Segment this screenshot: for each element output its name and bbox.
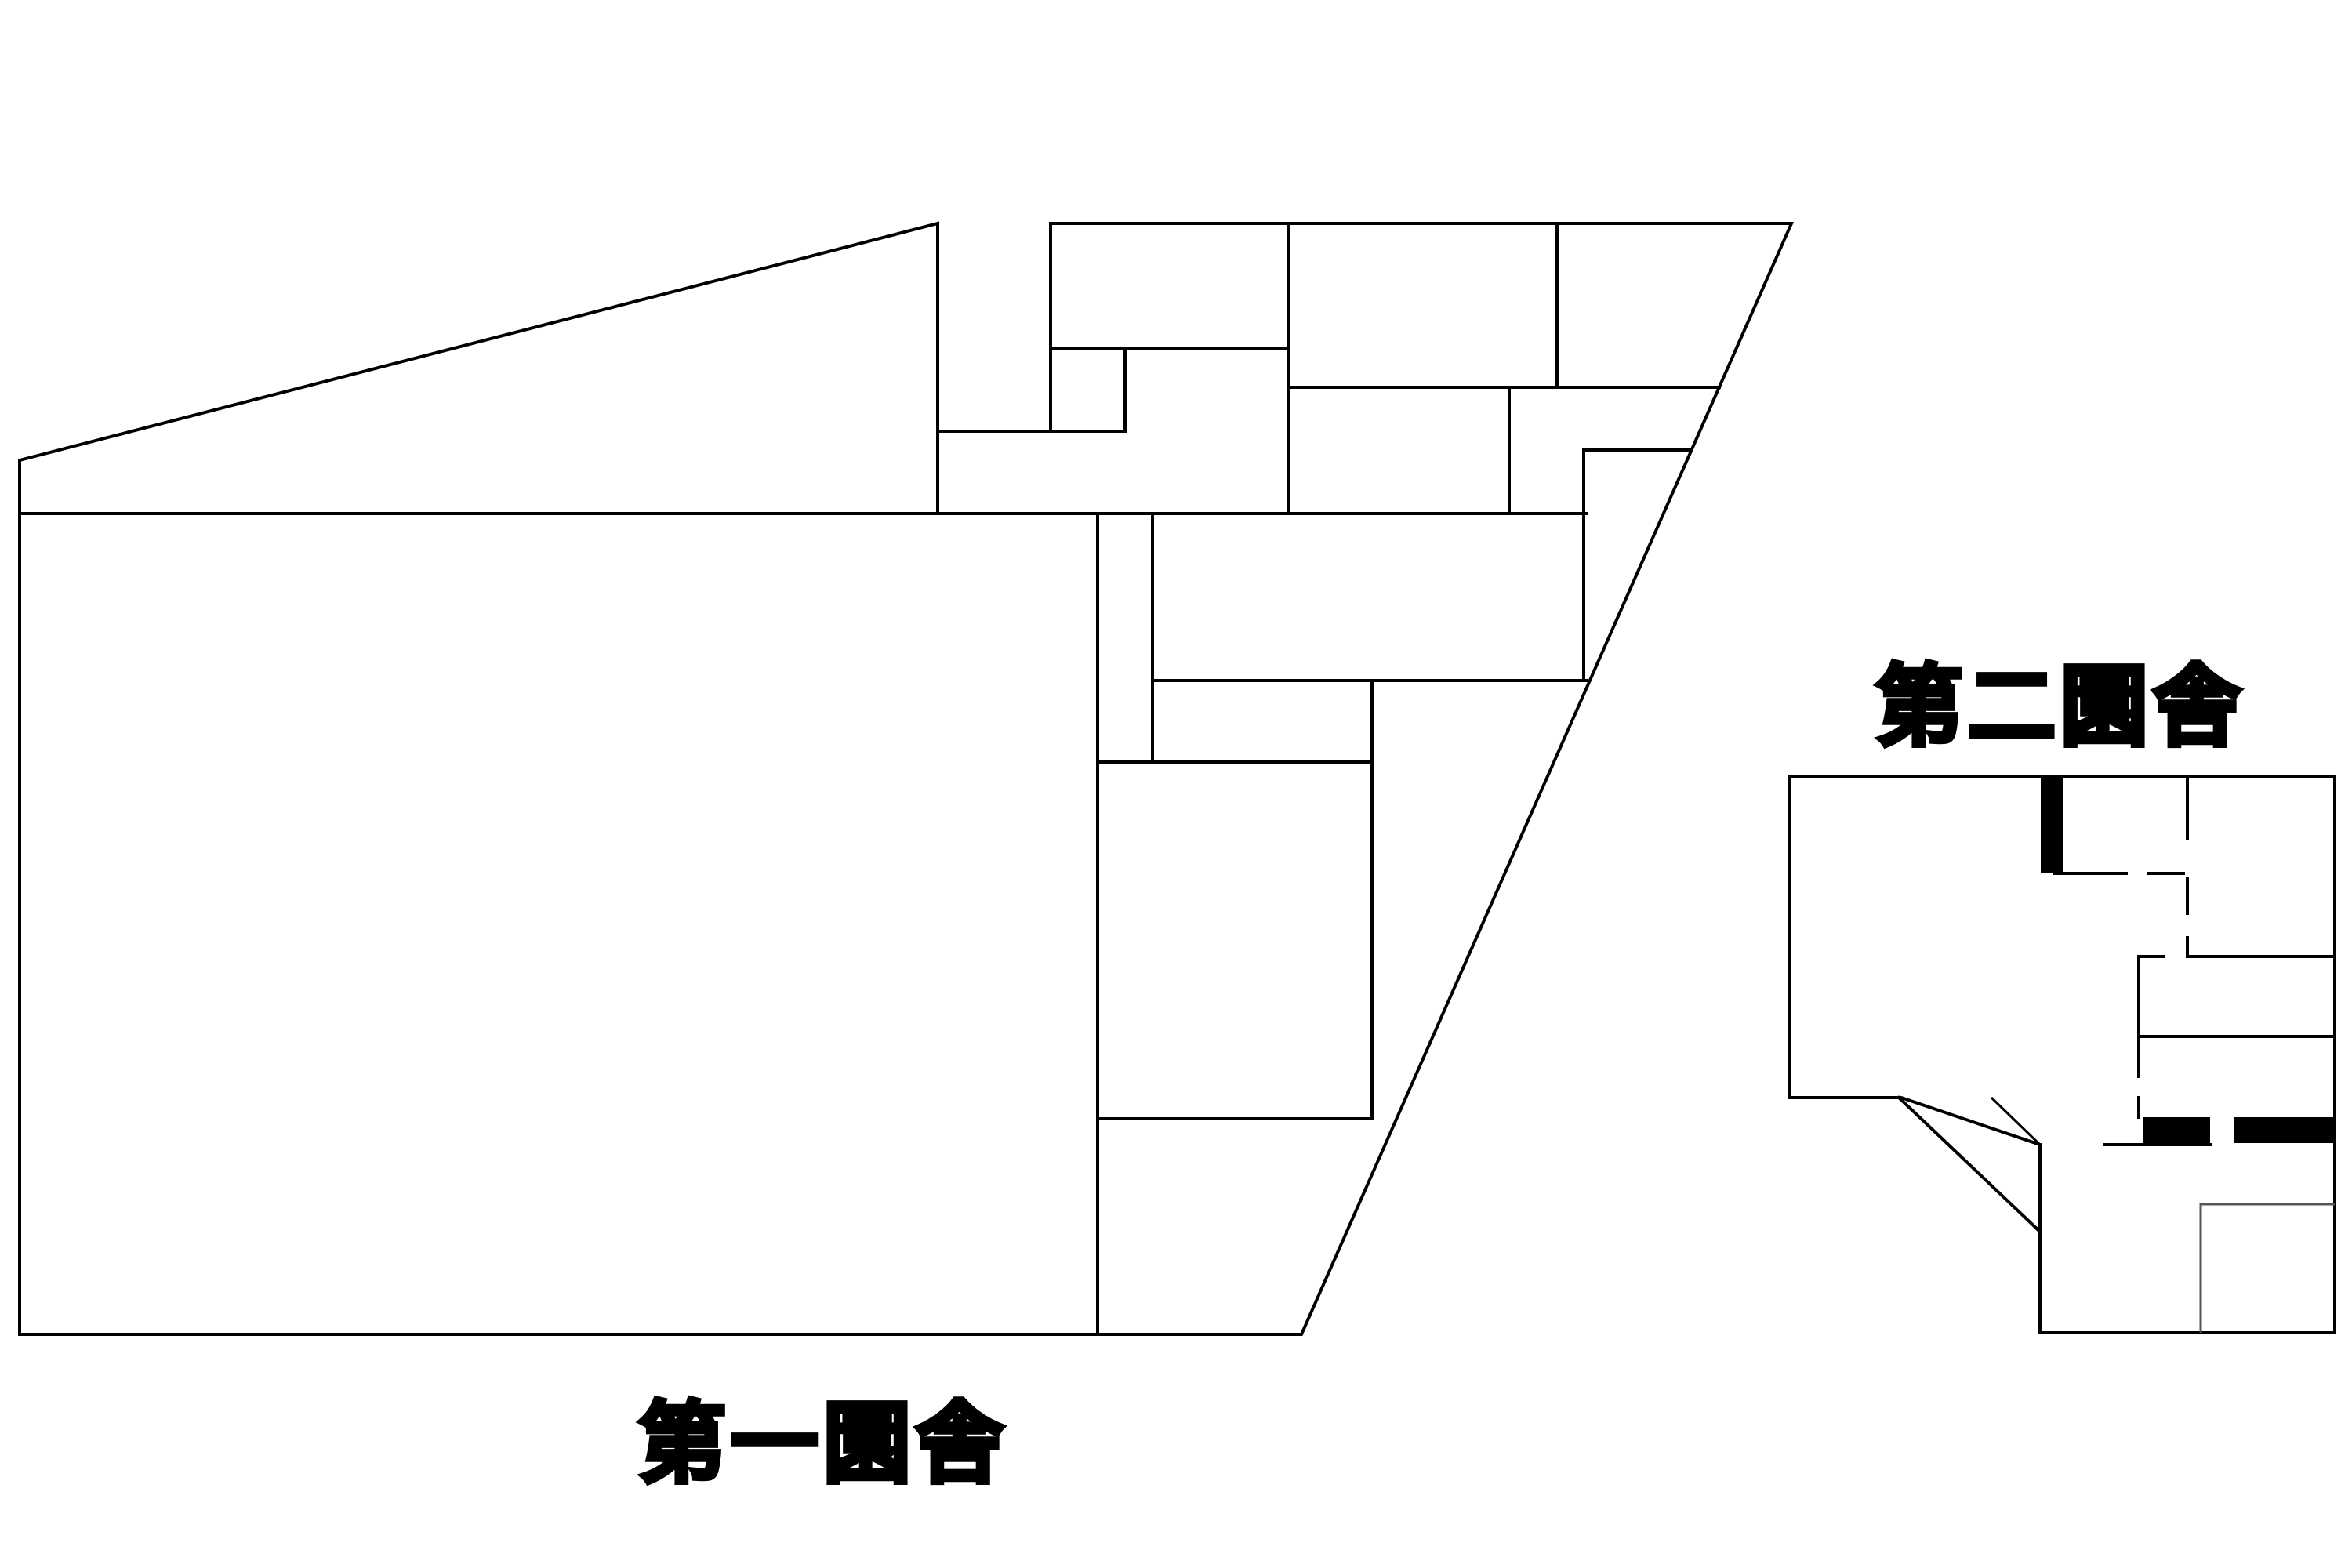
- building-1-outer-right-wall: [1049, 222, 1795, 1336]
- building-2-diagonal-outer: [1896, 1095, 2042, 1234]
- building-2-diagonal-inner: [1990, 1096, 2042, 1146]
- building-1-small-room-right: [1582, 448, 1693, 682]
- building-2-solid-wall-right: [2234, 1117, 2335, 1143]
- building-1-room-lower-large: [1096, 760, 1374, 1120]
- building-2-label: 第二園舎: [1875, 656, 2245, 758]
- building-1-plan: [18, 221, 1795, 1336]
- building-1-room-lower-small: [1151, 679, 1374, 764]
- building-1-label: 第一園舎: [638, 1393, 1008, 1495]
- building-1-main-hall: [18, 512, 1099, 1336]
- building-1-connector-corridor: [936, 347, 1127, 433]
- building-2-plan: [1788, 775, 2336, 1334]
- building-2-solid-wall-top: [2041, 776, 2063, 873]
- building-2-lower-room: [2199, 1203, 2335, 1333]
- building-2-solid-wall-left: [2143, 1117, 2210, 1143]
- building-1-slanted-wing: [18, 221, 939, 515]
